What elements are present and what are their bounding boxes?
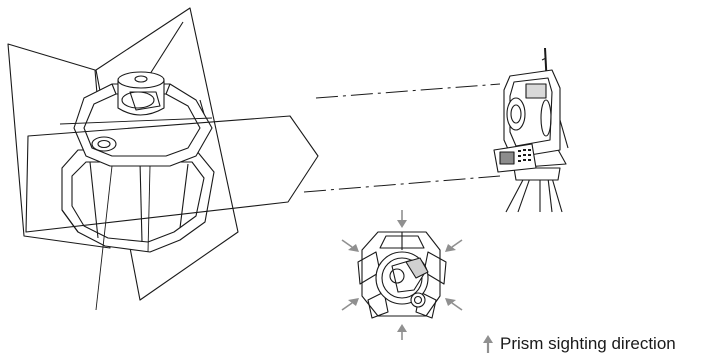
up-arrow-icon <box>445 239 463 252</box>
total-station-illustration <box>493 47 569 213</box>
prism-top-view <box>357 231 447 319</box>
sighting-plane-horizontal <box>25 115 319 233</box>
prism-unit-illustration <box>7 7 319 311</box>
up-arrow-icon <box>341 239 359 252</box>
up-arrow-icon <box>445 298 463 311</box>
up-arrow-icon <box>341 298 359 311</box>
up-arrow-icon <box>483 335 493 353</box>
up-arrow-icon <box>397 324 407 340</box>
sighting-plane-a <box>7 43 111 249</box>
legend-label: Prism sighting direction <box>500 334 676 353</box>
direction-arrows <box>341 210 463 340</box>
up-arrow-icon <box>397 210 407 228</box>
legend: Prism sighting direction <box>482 333 676 355</box>
sighting-plane-b <box>95 7 239 301</box>
tripod-legs <box>505 177 563 213</box>
sighting-lines <box>303 83 501 193</box>
